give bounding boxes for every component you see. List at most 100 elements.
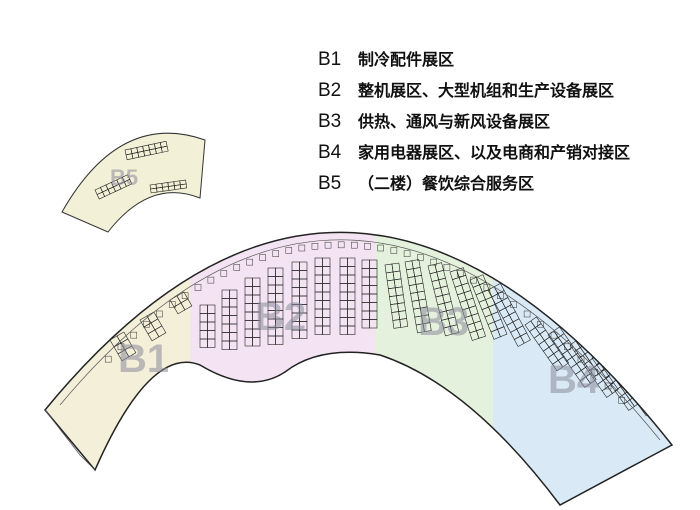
booth[interactable] [369, 319, 378, 329]
booth[interactable] [619, 361, 631, 373]
booth[interactable] [229, 340, 238, 350]
perimeter-booth[interactable] [311, 242, 319, 250]
booth[interactable] [124, 345, 137, 358]
perimeter-booth[interactable] [497, 292, 504, 299]
inset-zone-label: B5 [110, 165, 138, 190]
perimeter-booth[interactable] [246, 258, 254, 266]
booth[interactable] [123, 178, 133, 187]
perimeter-booth[interactable] [298, 244, 306, 252]
booth[interactable] [623, 368, 636, 380]
booth[interactable] [520, 332, 531, 344]
booth[interactable] [649, 387, 661, 400]
booth-block [314, 257, 331, 335]
perimeter-booth[interactable] [470, 276, 477, 284]
booth[interactable] [643, 391, 655, 404]
booth[interactable] [618, 372, 630, 384]
booth[interactable] [476, 328, 486, 339]
booth[interactable] [640, 374, 652, 386]
booth-block [339, 257, 356, 335]
zone-b3-area[interactable] [375, 200, 493, 510]
booth[interactable] [557, 355, 570, 368]
booth[interactable] [613, 365, 625, 377]
perimeter-booth[interactable] [483, 284, 491, 291]
booth[interactable] [658, 400, 670, 413]
perimeter-booth[interactable] [577, 355, 585, 363]
perimeter-booth[interactable] [403, 250, 411, 257]
booth[interactable] [252, 337, 261, 347]
perimeter-booth[interactable] [220, 270, 228, 277]
booth[interactable] [601, 356, 614, 368]
booth[interactable] [497, 326, 508, 338]
perimeter-booth[interactable] [604, 382, 612, 390]
perimeter-booth[interactable] [207, 276, 215, 284]
perimeter-booth[interactable] [364, 242, 371, 250]
booth[interactable] [449, 324, 460, 335]
perimeter-booth[interactable] [117, 343, 125, 351]
perimeter-booth[interactable] [168, 301, 176, 308]
booth[interactable] [399, 318, 409, 328]
booth[interactable] [207, 338, 216, 348]
booth[interactable] [637, 387, 649, 400]
booth-block [124, 140, 169, 161]
perimeter-booth[interactable] [417, 254, 424, 261]
booth[interactable] [585, 372, 597, 384]
perimeter-booth[interactable] [104, 355, 112, 363]
booth[interactable] [628, 374, 640, 387]
booth[interactable] [633, 381, 645, 393]
booth[interactable] [160, 145, 169, 153]
perimeter-booth[interactable] [194, 284, 202, 291]
perimeter-booth[interactable] [456, 270, 464, 277]
booth[interactable] [275, 335, 284, 345]
perimeter-booth[interactable] [443, 264, 451, 271]
perimeter-booth[interactable] [233, 264, 241, 271]
booth[interactable] [179, 183, 188, 190]
perimeter-booth[interactable] [523, 310, 531, 318]
perimeter-booth[interactable] [351, 241, 358, 249]
perimeter-booth[interactable] [564, 343, 571, 351]
booth[interactable] [642, 394, 654, 406]
booth[interactable] [654, 394, 666, 406]
perimeter-booth[interactable] [537, 320, 544, 328]
booth[interactable] [154, 325, 167, 338]
booth[interactable] [648, 398, 660, 410]
zone-label-b1: B1 [118, 337, 169, 381]
perimeter-booth[interactable] [430, 258, 437, 266]
perimeter-booth[interactable] [618, 397, 625, 404]
booth[interactable] [347, 325, 356, 335]
hall-outline [44, 231, 674, 506]
perimeter-booth[interactable] [337, 241, 345, 249]
perimeter-booth[interactable] [259, 254, 266, 261]
zone-b4-area[interactable] [493, 200, 700, 510]
booth[interactable] [644, 381, 657, 393]
perimeter-booth[interactable] [143, 320, 150, 328]
legend-item-b5: B5（二楼）餐饮综合服务区 [318, 168, 630, 199]
booth-block [149, 179, 188, 194]
booth-block [427, 262, 460, 337]
legend-text: 整机展区、大型机组和生产设备展区 [358, 81, 615, 100]
booth[interactable] [622, 378, 634, 391]
booth[interactable] [597, 349, 609, 361]
booth[interactable] [422, 322, 432, 333]
booth[interactable] [639, 385, 651, 397]
perimeter-booth[interactable] [510, 301, 517, 308]
perimeter-booth[interactable] [272, 250, 280, 257]
perimeter-booth[interactable] [390, 247, 398, 254]
booth[interactable] [646, 400, 659, 413]
perimeter-booth[interactable] [550, 331, 558, 339]
perimeter-booth[interactable] [324, 241, 332, 249]
booth[interactable] [299, 329, 308, 339]
booth-block [547, 326, 597, 388]
booth[interactable] [180, 298, 193, 311]
booth[interactable] [634, 378, 646, 390]
upper-floor-inset[interactable] [61, 132, 206, 233]
perimeter-booth[interactable] [130, 331, 138, 339]
perimeter-booth[interactable] [156, 310, 163, 318]
perimeter-booth[interactable] [377, 244, 384, 252]
perimeter-booth[interactable] [285, 247, 293, 254]
perimeter-booth[interactable] [181, 292, 189, 299]
booth[interactable] [652, 404, 665, 417]
perimeter-booth[interactable] [591, 368, 598, 376]
booth[interactable] [322, 325, 331, 335]
